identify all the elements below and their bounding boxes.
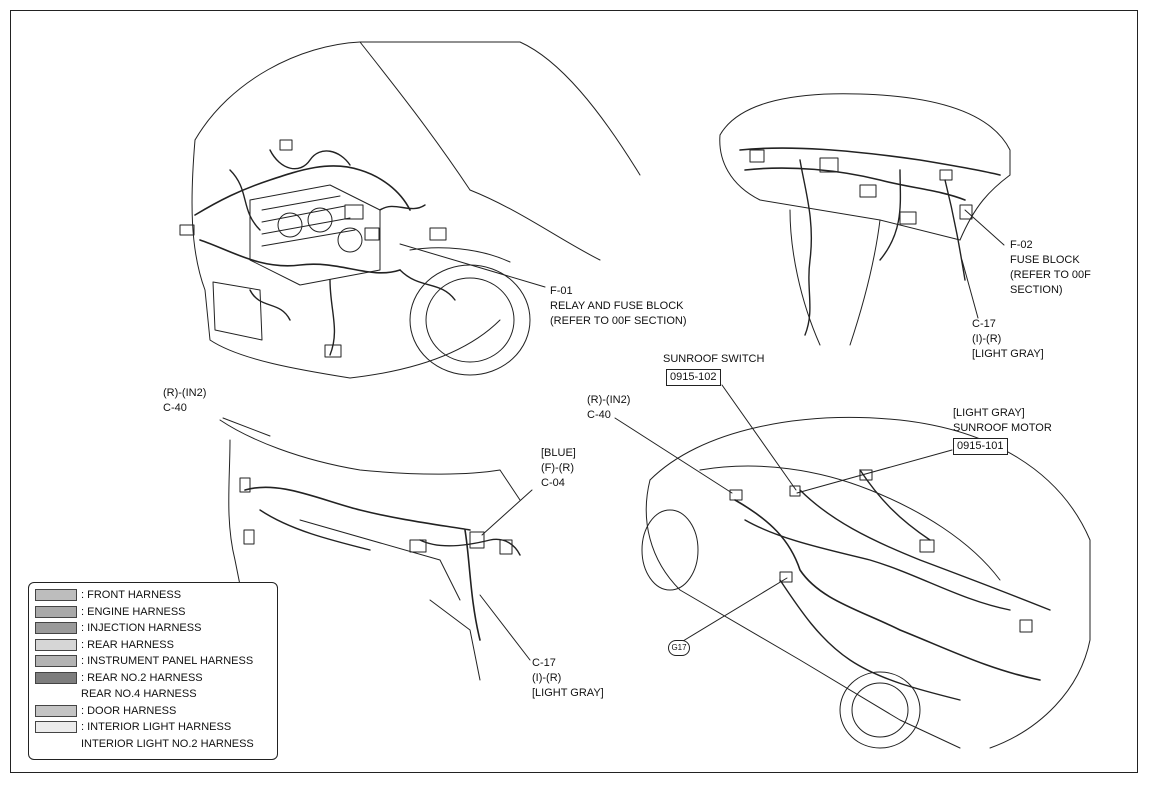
c17-top-pins: (I)-(R) bbox=[972, 333, 1002, 345]
c17-top-callout: C-17 (I)-(R) [LIGHT GRAY] bbox=[972, 317, 1044, 362]
legend-swatch bbox=[35, 589, 77, 602]
legend-swatch bbox=[35, 655, 77, 668]
c40-right-code: C-40 bbox=[587, 409, 611, 421]
f01-code: F-01 bbox=[550, 285, 573, 297]
sunroof-motor-label: SUNROOF MOTOR bbox=[953, 422, 1052, 434]
c40-right-pins: (R)-(IN2) bbox=[587, 394, 631, 406]
c17-bottom-color: [LIGHT GRAY] bbox=[532, 687, 604, 699]
legend-row: : FRONT HARNESS bbox=[35, 587, 277, 604]
legend-swatch bbox=[35, 721, 77, 734]
c40-left-code: C-40 bbox=[163, 402, 187, 414]
legend-row: : ENGINE HARNESS bbox=[35, 604, 277, 621]
harness-legend: : FRONT HARNESS : ENGINE HARNESS : INJEC… bbox=[28, 582, 278, 760]
f02-note-line1: (REFER TO 00F bbox=[1010, 269, 1091, 281]
c04-pins: (F)-(R) bbox=[541, 462, 574, 474]
sunroof-motor-part-number: 0915-101 bbox=[953, 438, 1008, 455]
legend-label: : INJECTION HARNESS bbox=[81, 622, 202, 635]
sunroof-switch-part-number: 0915-102 bbox=[666, 369, 721, 386]
engine-bay-view bbox=[179, 41, 641, 379]
f01-name: RELAY AND FUSE BLOCK bbox=[550, 300, 684, 312]
c17-bottom-code: C-17 bbox=[532, 657, 556, 669]
legend-swatch bbox=[35, 622, 77, 635]
c17-top-color: [LIGHT GRAY] bbox=[972, 348, 1044, 360]
legend-swatch bbox=[35, 671, 77, 684]
c04-code: C-04 bbox=[541, 477, 565, 489]
f01-callout: F-01 RELAY AND FUSE BLOCK (REFER TO 00F … bbox=[550, 284, 687, 329]
c04-color: [BLUE] bbox=[541, 447, 576, 459]
f02-callout: F-02 FUSE BLOCK (REFER TO 00F SECTION) bbox=[1010, 238, 1091, 298]
legend-row: REAR NO.4 HARNESS bbox=[35, 686, 277, 703]
sunroof-motor-color: [LIGHT GRAY] bbox=[953, 407, 1025, 419]
legend-row: : INTERIOR LIGHT HARNESS bbox=[35, 719, 277, 736]
legend-swatch bbox=[35, 688, 77, 700]
vehicle-roof-view bbox=[614, 384, 1091, 749]
c17-bottom-pins: (I)-(R) bbox=[532, 672, 562, 684]
legend-label: INTERIOR LIGHT NO.2 HARNESS bbox=[81, 737, 254, 750]
sunroof-switch-label: SUNROOF SWITCH bbox=[663, 353, 765, 365]
legend-label: : ENGINE HARNESS bbox=[81, 605, 186, 618]
legend-label: : REAR HARNESS bbox=[81, 638, 174, 651]
door-area-view bbox=[219, 417, 533, 681]
f02-name: FUSE BLOCK bbox=[1010, 254, 1080, 266]
c40-left-callout: (R)-(IN2) C-40 bbox=[163, 386, 206, 416]
legend-label: REAR NO.4 HARNESS bbox=[81, 688, 197, 701]
legend-row: : INJECTION HARNESS bbox=[35, 620, 277, 637]
c40-left-pins: (R)-(IN2) bbox=[163, 387, 207, 399]
legend-label: : FRONT HARNESS bbox=[81, 589, 182, 602]
c04-callout: [BLUE] (F)-(R) C-04 bbox=[541, 446, 576, 491]
c17-top-code: C-17 bbox=[972, 318, 996, 330]
legend-row: INTERIOR LIGHT NO.2 HARNESS bbox=[35, 736, 277, 753]
legend-label: : INSTRUMENT PANEL HARNESS bbox=[81, 655, 254, 668]
legend-row: : REAR HARNESS bbox=[35, 637, 277, 654]
ground-point-g17: G17 bbox=[668, 640, 690, 656]
legend-label: : INTERIOR LIGHT HARNESS bbox=[81, 721, 232, 734]
legend-label: : DOOR HARNESS bbox=[81, 704, 177, 717]
f02-note-line2: SECTION) bbox=[1010, 284, 1063, 296]
legend-swatch bbox=[35, 638, 77, 651]
diagram-frame bbox=[10, 10, 1138, 773]
c17-bottom-callout: C-17 (I)-(R) [LIGHT GRAY] bbox=[532, 656, 604, 701]
c40-right-callout: (R)-(IN2) C-40 bbox=[587, 393, 630, 423]
legend-swatch bbox=[35, 738, 77, 750]
f01-note: (REFER TO 00F SECTION) bbox=[550, 315, 687, 327]
legend-row: : INSTRUMENT PANEL HARNESS bbox=[35, 653, 277, 670]
legend-label: : REAR NO.2 HARNESS bbox=[81, 671, 203, 684]
legend-swatch bbox=[35, 605, 77, 618]
sunroof-motor-callout: [LIGHT GRAY] SUNROOF MOTOR bbox=[953, 406, 1052, 436]
legend-swatch bbox=[35, 704, 77, 717]
legend-row: : REAR NO.2 HARNESS bbox=[35, 670, 277, 687]
legend-row: : DOOR HARNESS bbox=[35, 703, 277, 720]
f02-code: F-02 bbox=[1010, 239, 1033, 251]
instrument-panel-view bbox=[719, 93, 1011, 346]
